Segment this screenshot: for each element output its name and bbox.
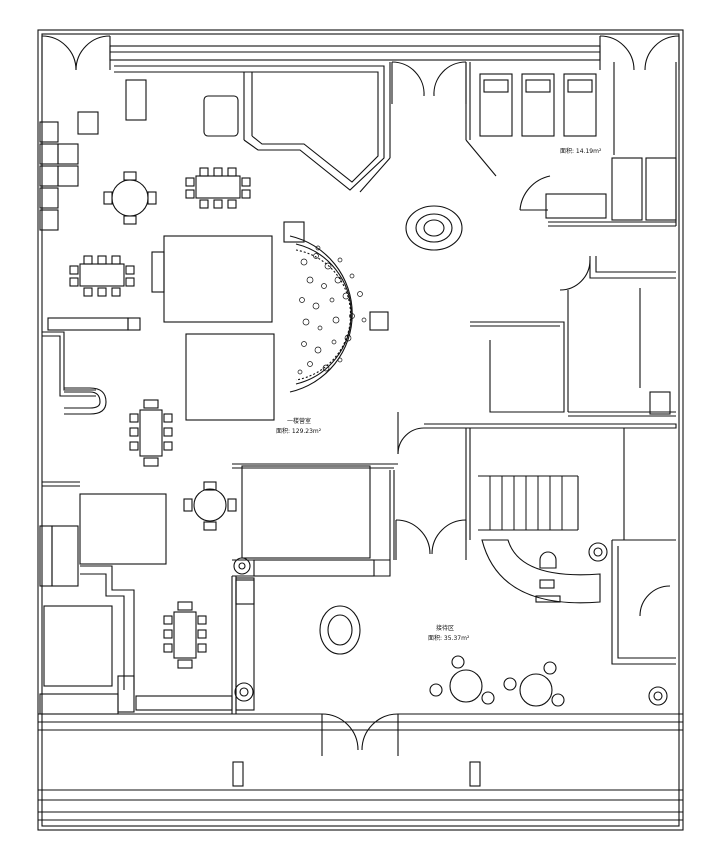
plants [233, 542, 668, 706]
large-tables [43, 79, 371, 687]
bedroom-area: 面积: 14.19m² [560, 147, 602, 155]
reception-room-name: 接待区 [436, 624, 454, 632]
lounge-tables [429, 655, 565, 707]
reception-room-area: 面积: 35.37m² [428, 634, 470, 642]
doors [41, 35, 680, 756]
dining-room-area: 面积: 129.23m² [276, 427, 322, 435]
dining-sets [69, 167, 251, 669]
reception-desk [481, 539, 601, 604]
interior-walls [42, 62, 677, 714]
stairs [489, 476, 563, 530]
room-labels: 一楼营室 面积: 129.23m² 面积: 14.19m² 接待区 面积: 35… [276, 147, 602, 642]
kitchen-counters [39, 121, 375, 715]
dining-room-name: 一楼营室 [287, 417, 311, 425]
bedroom-beds [479, 73, 677, 221]
pebble-feature [283, 221, 389, 393]
pebble-dots [297, 245, 367, 375]
